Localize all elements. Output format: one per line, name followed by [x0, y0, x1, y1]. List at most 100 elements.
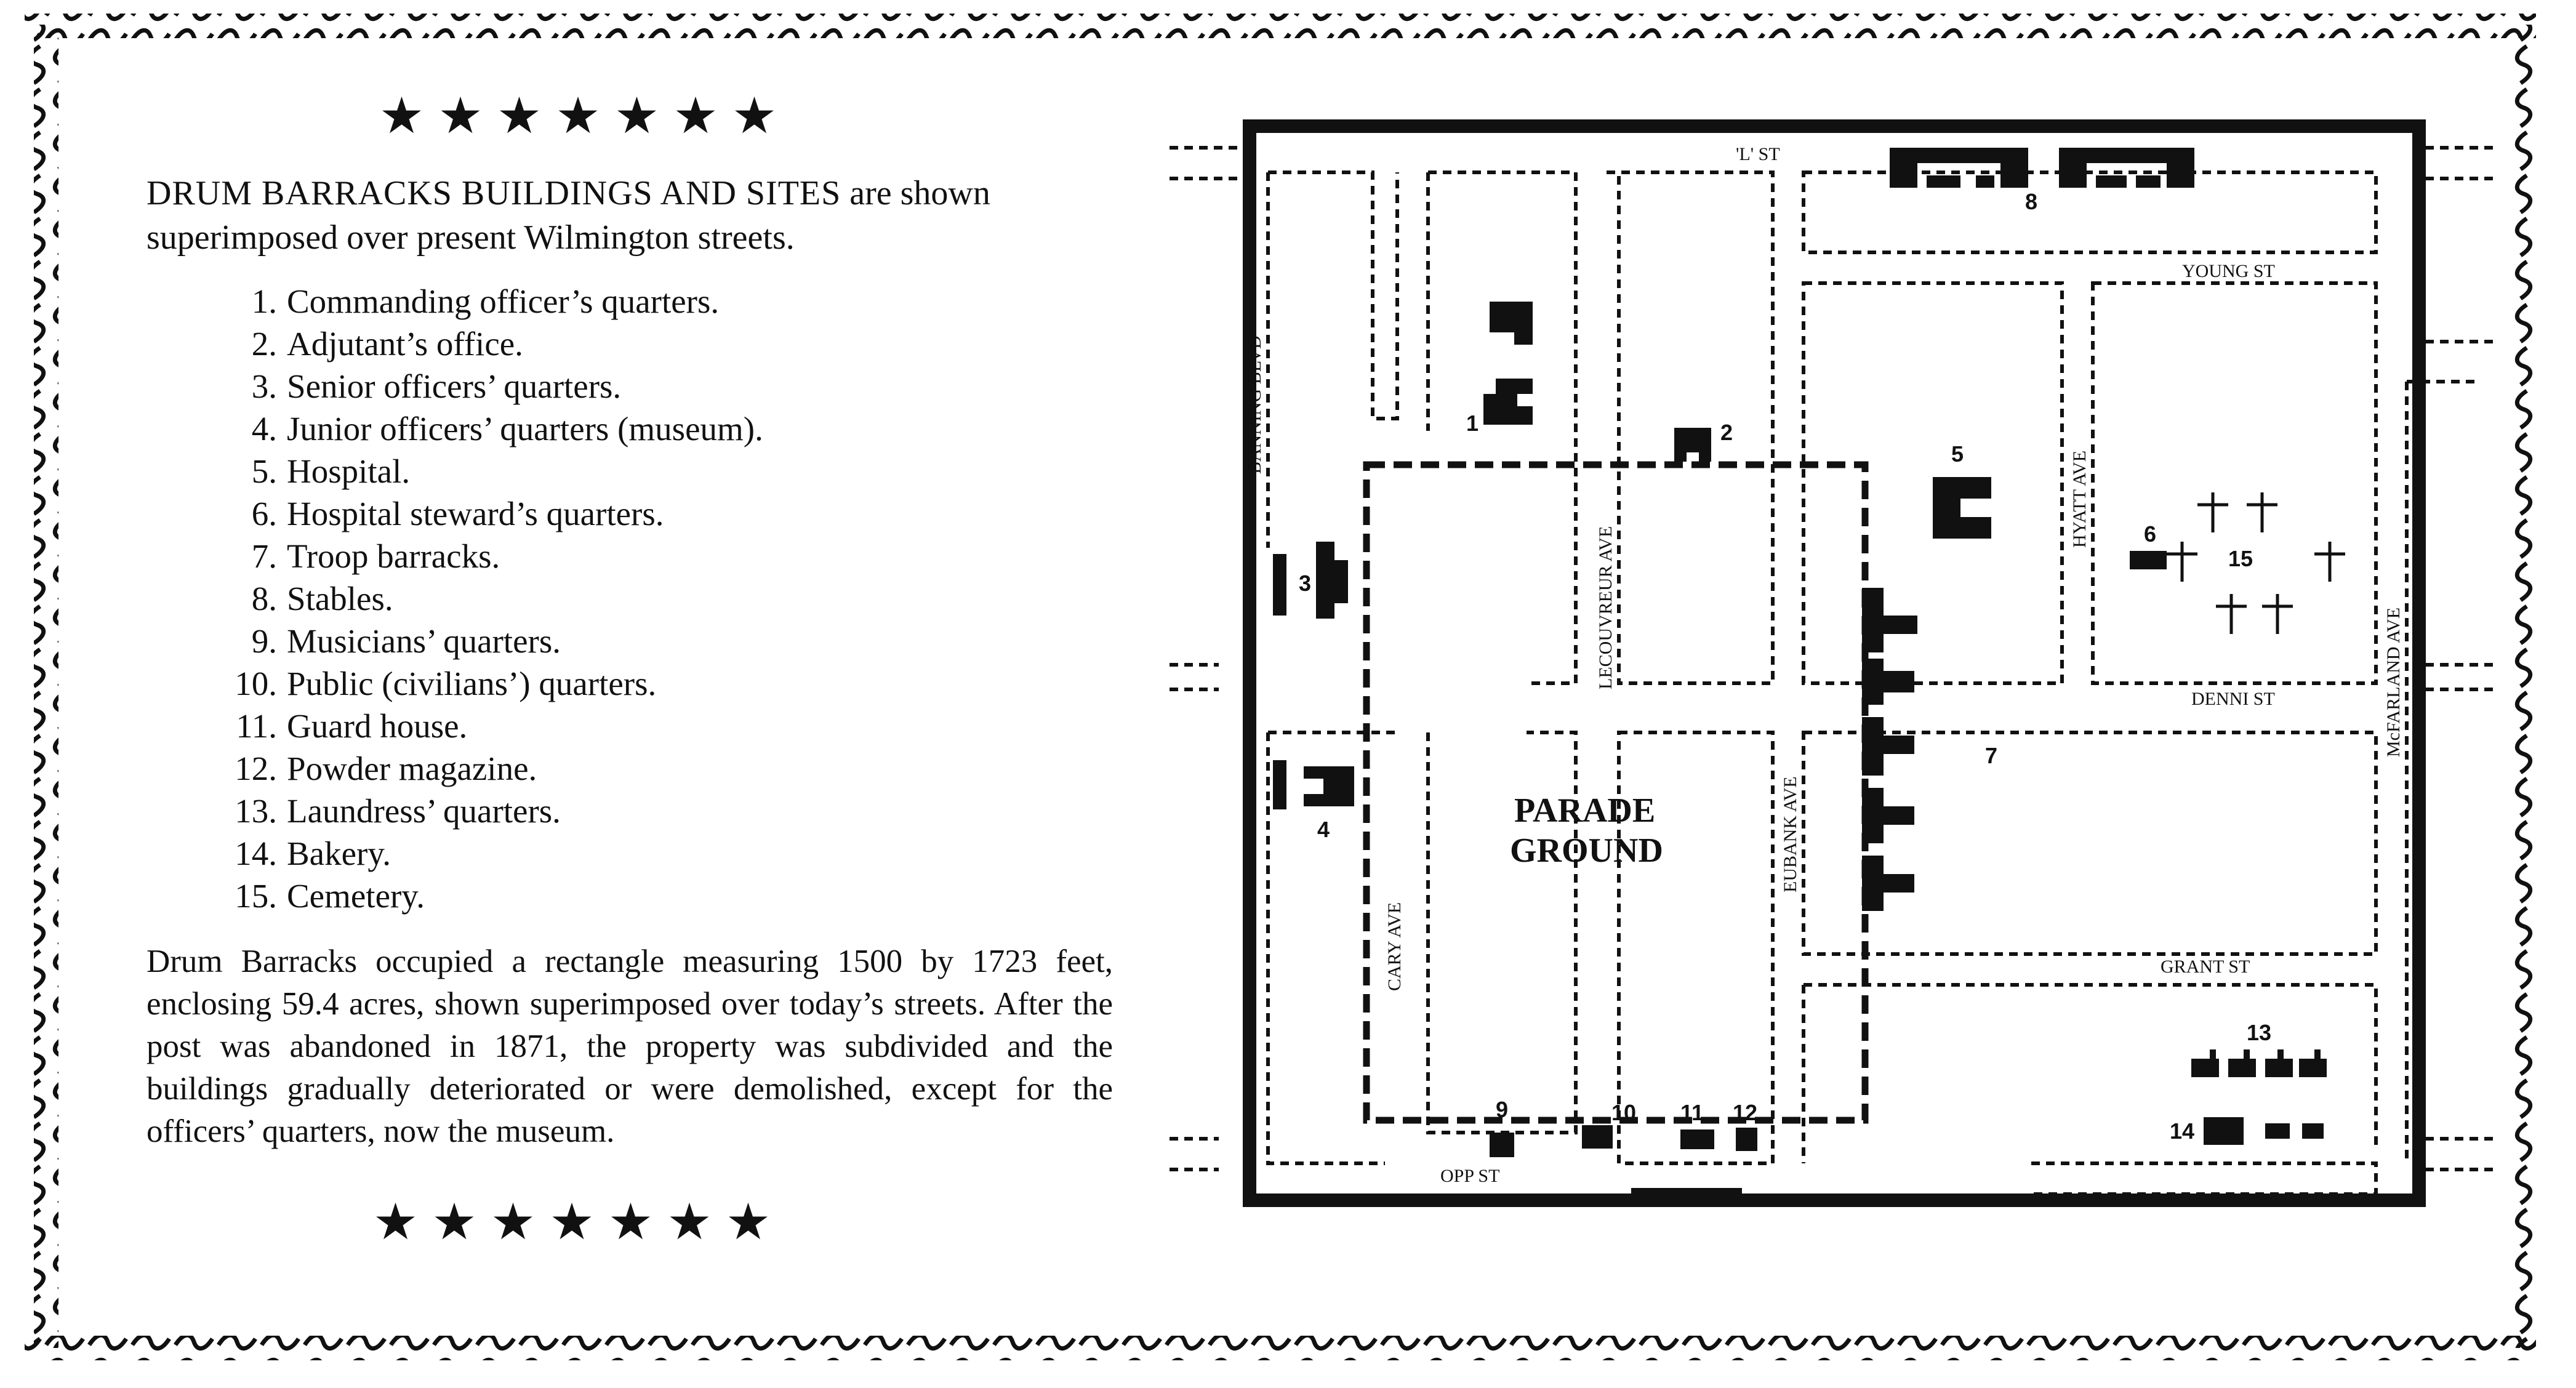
stars-divider-bottom: ★★★★★★★ — [372, 1194, 785, 1250]
legend-item-number: 15. — [235, 877, 277, 915]
legend-item: 7.Troop barracks. — [203, 535, 1065, 577]
building-number-4: 4 — [1317, 817, 1330, 842]
street-label-grant-st: GRANT ST — [2161, 957, 2250, 977]
building-1b — [1483, 379, 1533, 425]
building-number-2: 2 — [1720, 420, 1733, 445]
legend-item-number: 9. — [251, 622, 277, 660]
building-8a — [1890, 148, 2028, 188]
intro-rest: are shown superimposed over present Wilm… — [146, 174, 990, 257]
legend-item-label: Cemetery. — [287, 877, 425, 915]
building-3b — [1316, 542, 1348, 619]
building-5 — [1933, 477, 1991, 539]
stars-divider-top: ★★★★★★★ — [379, 88, 791, 144]
building-number-11: 11 — [1680, 1100, 1704, 1125]
building-13 — [2191, 1049, 2327, 1077]
legend-item: 3. Senior officers’ quarters. — [203, 365, 1065, 407]
legend-item-number: 10. — [235, 665, 277, 702]
legend-item: 12.Powder magazine. — [203, 747, 1065, 790]
legend-item-label: Hospital steward’s quarters. — [287, 495, 664, 532]
legend-item-label: Public (civilians’) quarters. — [287, 665, 657, 702]
building-number-14: 14 — [2170, 1118, 2194, 1144]
legend-item: 15. Cemetery. — [203, 875, 1065, 917]
legend-item: 13. Laundress’ quarters. — [203, 790, 1065, 832]
legend-item-label: Guard house. — [287, 707, 468, 745]
legend-item: 14. Bakery. — [203, 832, 1065, 875]
parade-ground-label-1: PARADE — [1514, 792, 1655, 830]
legend-item-number: 14. — [235, 835, 277, 872]
building-8f — [2136, 175, 2161, 188]
legend-item-label: Adjutant’s office. — [287, 325, 523, 363]
legend-item-label: Bakery. — [287, 835, 391, 872]
building-4b — [1304, 766, 1354, 806]
street-label-denni-st: DENNI ST — [2191, 689, 2275, 709]
legend-item: 6.Hospital steward’s quarters. — [203, 492, 1065, 535]
legend-item-label: Senior officers’ quarters. — [287, 367, 622, 405]
building-number-8: 8 — [2025, 189, 2037, 214]
street-label-mcfarland-ave: McFARLAND AVE — [2383, 608, 2404, 757]
legend-item: 4. Junior officers’ quarters (museum). — [203, 407, 1065, 450]
building-14b — [2265, 1123, 2290, 1139]
drum-barracks-map: 'L' ST YOUNG ST DENNI ST GRANT ST OPP ST… — [1170, 119, 2493, 1207]
building-4a — [1273, 760, 1286, 809]
building-7 — [1862, 588, 1917, 911]
legend-item-label: Junior officers’ quarters (museum). — [287, 410, 763, 447]
street-block-outlines — [1170, 146, 2493, 1196]
legend-item: 8.Stables. — [203, 577, 1065, 620]
building-number-15: 15 — [2228, 546, 2253, 571]
legend-item-number: 5. — [251, 452, 277, 490]
legend-item-label: Troop barracks. — [287, 537, 500, 575]
building-6 — [2130, 551, 2167, 569]
legend-item-number: 8. — [251, 580, 277, 617]
legend-item: 10. Public (civilians’) quarters. — [203, 662, 1065, 705]
description-paragraph: Drum Barracks occupied a rectangle measu… — [146, 944, 1113, 1149]
post-perimeter — [1363, 461, 1869, 1124]
legend-item: 11.Guard house. — [203, 705, 1065, 747]
legend-item: 9. Musicians’ quarters. — [203, 620, 1065, 662]
legend-item-number: 3. — [251, 367, 277, 405]
parade-ground-label-2: GROUND — [1510, 832, 1663, 870]
street-label-lecouvreur-ave: LECOUVREUR AVE — [1595, 526, 1616, 689]
wall-segment — [1631, 1188, 1742, 1195]
legend-item-number: 4. — [251, 410, 277, 447]
legend-item-label: Musicians’ quarters. — [287, 622, 561, 660]
legend-item-label: Commanding officer’s quarters. — [287, 283, 720, 320]
building-number-7: 7 — [1985, 743, 1997, 768]
buildings — [1273, 148, 2327, 1195]
building-2 — [1674, 428, 1711, 462]
legend-item: 1.Commanding officer’s quarters. — [203, 280, 1065, 323]
building-number-5: 5 — [1951, 441, 1964, 467]
legend-item: 5. Hospital. — [203, 450, 1065, 492]
legend-item: 2. Adjutant’s office. — [203, 323, 1065, 365]
street-label-cary-ave: CARY AVE — [1384, 902, 1405, 991]
building-number-13: 13 — [2247, 1020, 2271, 1045]
street-label-l-st: 'L' ST — [1736, 144, 1780, 164]
street-label-young-st: YOUNG ST — [2182, 261, 2275, 281]
map-frame — [1243, 119, 2426, 1207]
building-number-3: 3 — [1299, 571, 1311, 596]
legend-item-label: Laundress’ quarters. — [287, 792, 561, 830]
building-10 — [1582, 1125, 1613, 1149]
legend-item-number: 12. — [235, 750, 277, 787]
intro-heading: DRUM BARRACKS BUILDINGS AND SITES — [146, 174, 841, 212]
building-8d — [2059, 148, 2194, 188]
intro-paragraph: DRUM BARRACKS BUILDINGS AND SITES are sh… — [146, 171, 1131, 260]
building-number-10: 10 — [1611, 1100, 1636, 1125]
building-14c — [2302, 1123, 2324, 1139]
street-label-banning-blvd: BANNING BLVD — [1245, 335, 1265, 474]
building-number-6: 6 — [2144, 521, 2156, 547]
building-8c — [1976, 175, 1994, 188]
building-1 — [1490, 302, 1533, 345]
building-number-12: 12 — [1733, 1100, 1757, 1125]
building-8b — [1927, 175, 1960, 188]
building-12 — [1736, 1128, 1757, 1151]
legend-item-number: 13. — [235, 792, 277, 830]
street-label-opp-st: OPP ST — [1440, 1166, 1499, 1186]
building-legend: 1.Commanding officer’s quarters.2. Adjuta… — [203, 280, 1065, 917]
building-3a — [1273, 554, 1286, 616]
building-number-1: 1 — [1466, 411, 1479, 436]
legend-item-label: Hospital. — [287, 452, 411, 490]
legend-item-number: 2. — [251, 325, 277, 363]
cemetery-crosses — [2167, 492, 2345, 634]
building-8e — [2096, 175, 2127, 188]
